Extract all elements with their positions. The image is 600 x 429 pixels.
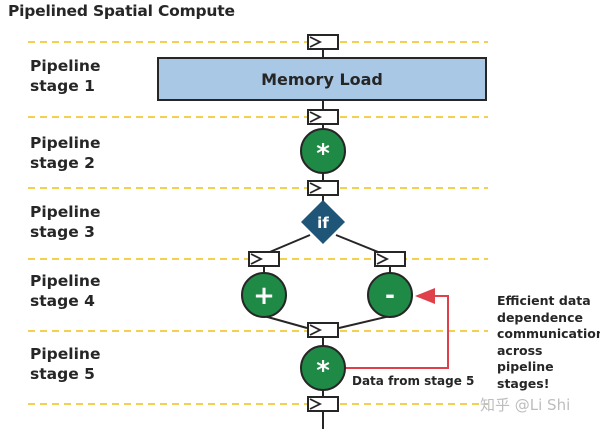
register [307, 34, 339, 50]
stage-label-line2: stage 5 [30, 365, 95, 383]
clock-icon [376, 253, 390, 265]
stage-label-line2: stage 4 [30, 292, 95, 310]
stage-label-line1: Pipeline [30, 345, 101, 363]
feedback-arrow [345, 288, 449, 369]
stage-label-2: Pipeline stage 2 [30, 133, 100, 173]
add-symbol: + [253, 281, 275, 311]
side-note-line: Efficient data [497, 293, 591, 308]
register [307, 109, 339, 125]
multiply-symbol: * [316, 356, 330, 386]
stage-label-3: Pipeline stage 3 [30, 202, 100, 242]
side-note-line: communication [497, 326, 600, 341]
side-note: Efficient data dependence communication … [497, 293, 600, 392]
side-note-line: dependence [497, 309, 583, 325]
clock-icon [309, 36, 323, 48]
clock-icon [309, 182, 323, 194]
subtract-symbol: - [385, 281, 395, 309]
multiply-node-stage5 [300, 345, 346, 391]
if-branch-node [301, 200, 345, 244]
register [307, 322, 339, 338]
add-node [241, 272, 287, 318]
memory-load-label: Memory Load [261, 70, 383, 89]
register [248, 251, 280, 267]
multiply-node-stage2 [300, 128, 346, 174]
stage-label-line1: Pipeline [30, 203, 101, 221]
subtract-node [367, 272, 413, 318]
multiply-symbol: * [316, 139, 330, 169]
clock-icon [309, 111, 323, 123]
if-label: if [317, 214, 329, 232]
clock-icon [309, 398, 323, 410]
stage-label-1: Pipeline stage 1 [30, 56, 100, 96]
wire [338, 315, 391, 329]
stage-label-line1: Pipeline [30, 57, 101, 75]
stage-label-line2: stage 2 [30, 154, 95, 172]
watermark: 知乎 @Li Shi [480, 396, 571, 414]
wire [264, 234, 311, 255]
clock-icon [309, 324, 323, 336]
stage-label-line2: stage 3 [30, 223, 95, 241]
stage-label-4: Pipeline stage 4 [30, 271, 100, 311]
side-note-line: across pipeline [497, 342, 554, 375]
stage-label-line1: Pipeline [30, 272, 101, 290]
side-note-line: stages! [497, 375, 550, 391]
feedback-label: Data from stage 5 [352, 374, 474, 388]
diagram-title: Pipelined Spatial Compute [8, 2, 235, 20]
register [374, 251, 406, 267]
clock-icon [250, 253, 264, 265]
stage-label-line2: stage 1 [30, 77, 95, 95]
wire [335, 234, 384, 255]
memory-load-block [157, 57, 487, 101]
stage-label-line1: Pipeline [30, 134, 101, 152]
register [307, 396, 339, 412]
wire [263, 315, 308, 329]
register [307, 180, 339, 196]
stage-label-5: Pipeline stage 5 [30, 344, 100, 384]
